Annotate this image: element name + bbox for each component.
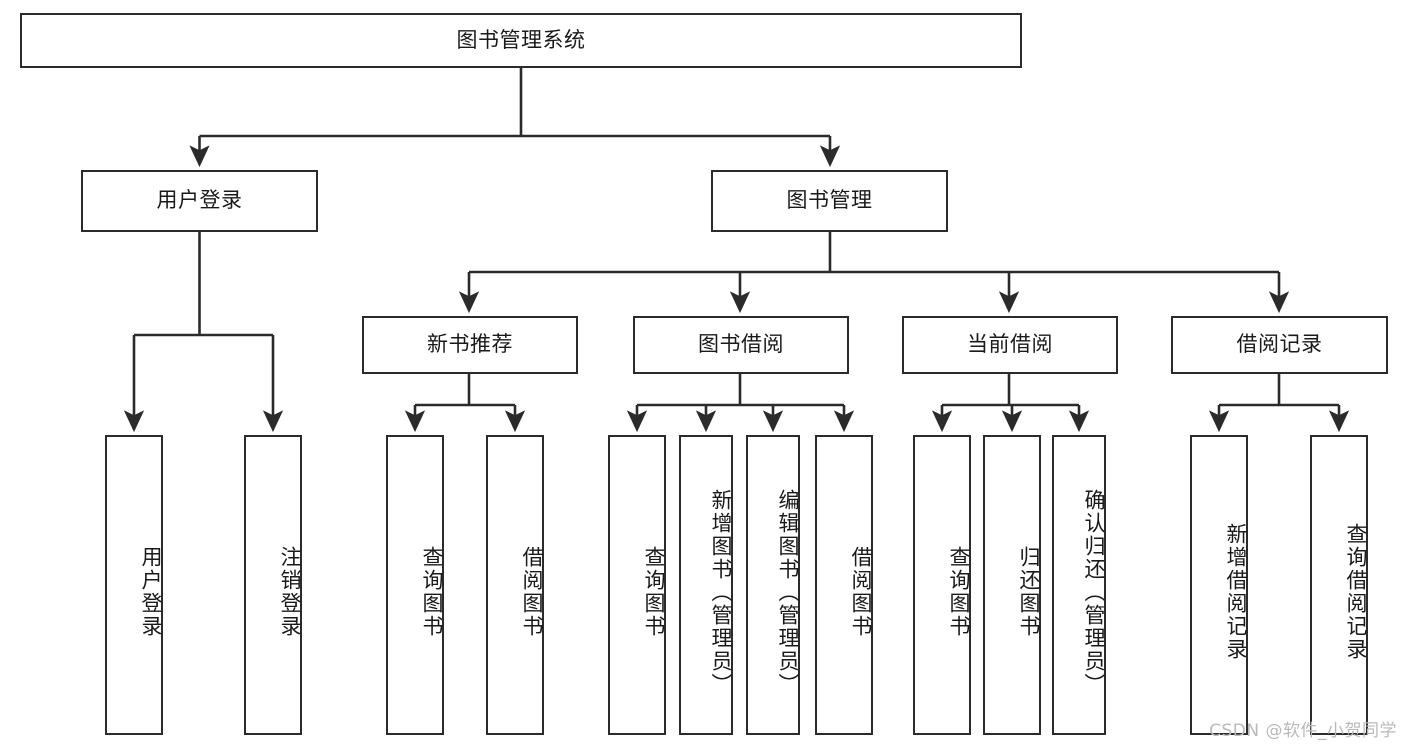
leaf-query-borrow-record[interactable]: 查询借阅记录 (1310, 435, 1368, 735)
leaf-user-login[interactable]: 用户登录 (105, 435, 163, 735)
leaf-query-book-borrow[interactable]: 查询图书 (608, 435, 666, 735)
node-book-borrow[interactable]: 图书借阅 (633, 316, 849, 374)
watermark: CSDN @软件_小贺同学 (1209, 721, 1397, 741)
node-user-login[interactable]: 用户登录 (81, 170, 318, 232)
node-book-management[interactable]: 图书管理 (711, 170, 948, 232)
leaf-query-book-current[interactable]: 查询图书 (913, 435, 971, 735)
node-root[interactable]: 图书管理系统 (20, 13, 1022, 68)
leaf-logout[interactable]: 注销登录 (244, 435, 302, 735)
leaf-confirm-return-admin[interactable]: 确认归还（管理员） (1052, 435, 1106, 735)
leaf-query-book-newbook[interactable]: 查询图书 (386, 435, 444, 735)
leaf-edit-book-admin[interactable]: 编辑图书（管理员） (746, 435, 800, 735)
node-new-book-recommend[interactable]: 新书推荐 (362, 316, 578, 374)
leaf-return-book[interactable]: 归还图书 (983, 435, 1041, 735)
node-borrow-records[interactable]: 借阅记录 (1171, 316, 1388, 374)
node-current-borrow[interactable]: 当前借阅 (902, 316, 1118, 374)
leaf-add-book-admin[interactable]: 新增图书（管理员） (679, 435, 733, 735)
leaf-borrow-book-newbook[interactable]: 借阅图书 (486, 435, 544, 735)
leaf-borrow-book[interactable]: 借阅图书 (815, 435, 873, 735)
leaf-add-borrow-record[interactable]: 新增借阅记录 (1190, 435, 1248, 735)
